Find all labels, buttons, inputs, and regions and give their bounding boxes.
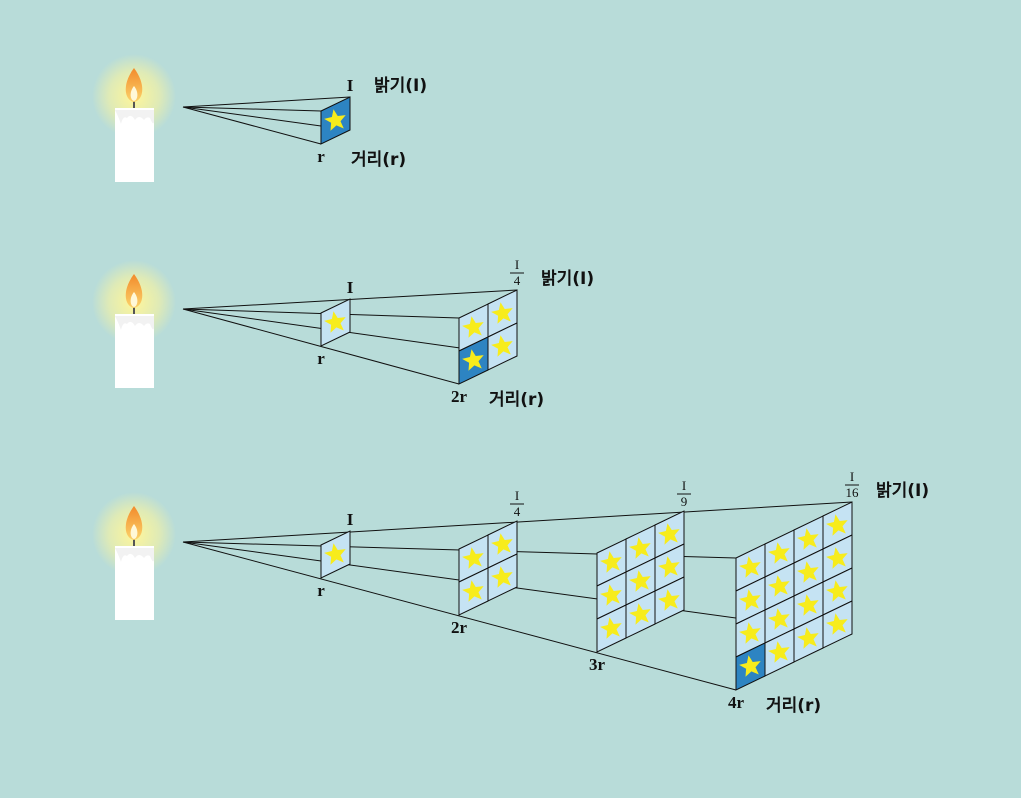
ray-line — [182, 96, 351, 108]
brightness-axis-label: 밝기(I) — [541, 269, 594, 289]
row-1: r I 밝기(I) 거리(r) — [92, 54, 427, 182]
star-icon — [600, 584, 622, 606]
star-icon — [491, 302, 513, 324]
flame — [125, 274, 143, 308]
star-icon — [600, 617, 622, 639]
brightness-value: I — [347, 76, 354, 95]
star-icon — [462, 316, 484, 338]
fraction-denominator: 16 — [846, 485, 860, 500]
star-icon — [491, 335, 513, 357]
star-icon — [629, 537, 651, 559]
star-icon — [797, 594, 819, 616]
ray-line — [182, 106, 322, 112]
distance-label: r — [317, 349, 325, 368]
star-icon — [324, 109, 346, 131]
star-icon — [462, 580, 484, 602]
distance-axis-label: 거리(r) — [351, 150, 406, 170]
flame-core — [130, 86, 138, 101]
star-icon — [739, 622, 761, 644]
candle-wax-drip — [115, 110, 154, 124]
star-icon — [658, 523, 680, 545]
star-icon — [826, 580, 848, 602]
distance-axis-label: 거리(r) — [489, 390, 544, 410]
fraction-numerator: I — [850, 469, 854, 484]
flame-core — [130, 524, 138, 539]
star-icon — [797, 528, 819, 550]
star-icon — [658, 589, 680, 611]
star-icon — [491, 566, 513, 588]
star-icon — [797, 627, 819, 649]
star-icon — [768, 641, 790, 663]
ray-line — [182, 106, 322, 145]
star-icon — [324, 311, 346, 333]
star-icon — [826, 547, 848, 569]
distance-label: r — [317, 147, 325, 166]
star-icon — [826, 613, 848, 635]
flame-core — [130, 292, 138, 307]
brightness-value: I — [347, 510, 354, 529]
star-icon — [629, 603, 651, 625]
screen-2r: 2r I4 — [451, 488, 524, 637]
star-icon — [324, 543, 346, 565]
candle-wax-drip — [115, 548, 154, 562]
star-icon — [629, 570, 651, 592]
candle — [92, 54, 176, 182]
screen-3r: 3r I9 — [589, 478, 691, 674]
screen-4r: 4r I16 밝기(I) 거리(r) — [728, 469, 929, 716]
star-icon — [768, 608, 790, 630]
flame — [125, 68, 143, 102]
brightness-fraction: I4 — [510, 257, 524, 288]
screen-2r: 2r I4 밝기(I) 거리(r) — [451, 257, 594, 410]
star-icon — [462, 547, 484, 569]
distance-label: r — [317, 581, 325, 600]
star-icon — [491, 533, 513, 555]
fraction-numerator: I — [682, 478, 686, 493]
fraction-denominator: 4 — [514, 273, 521, 288]
brightness-fraction: I9 — [677, 478, 691, 509]
brightness-fraction: I4 — [510, 488, 524, 519]
candle — [92, 260, 176, 388]
distance-axis-label: 거리(r) — [766, 696, 821, 716]
star-icon — [739, 655, 761, 677]
screen-r: r I 밝기(I) 거리(r) — [317, 76, 427, 170]
fraction-denominator: 4 — [514, 504, 521, 519]
brightness-axis-label: 밝기(I) — [876, 481, 929, 501]
fraction-numerator: I — [515, 257, 519, 272]
distance-label: 4r — [728, 693, 745, 712]
star-icon — [826, 514, 848, 536]
fraction-numerator: I — [515, 488, 519, 503]
ray-line — [182, 541, 737, 691]
candle-wax-drip — [115, 316, 154, 330]
star-icon — [462, 349, 484, 371]
brightness-value: I — [347, 278, 354, 297]
distance-label: 3r — [589, 655, 606, 674]
screen-r: rI — [317, 510, 353, 600]
star-icon — [768, 542, 790, 564]
brightness-axis-label: 밝기(I) — [374, 76, 427, 96]
star-icon — [739, 589, 761, 611]
distance-label: 2r — [451, 618, 468, 637]
star-icon — [739, 556, 761, 578]
flame — [125, 506, 143, 540]
screen-r: rI — [317, 278, 353, 368]
fraction-denominator: 9 — [681, 494, 688, 509]
star-icon — [768, 575, 790, 597]
star-icon — [658, 556, 680, 578]
star-icon — [600, 551, 622, 573]
distance-label: 2r — [451, 387, 468, 406]
brightness-fraction: I16 — [845, 469, 859, 500]
star-icon — [797, 561, 819, 583]
candle — [92, 492, 176, 620]
